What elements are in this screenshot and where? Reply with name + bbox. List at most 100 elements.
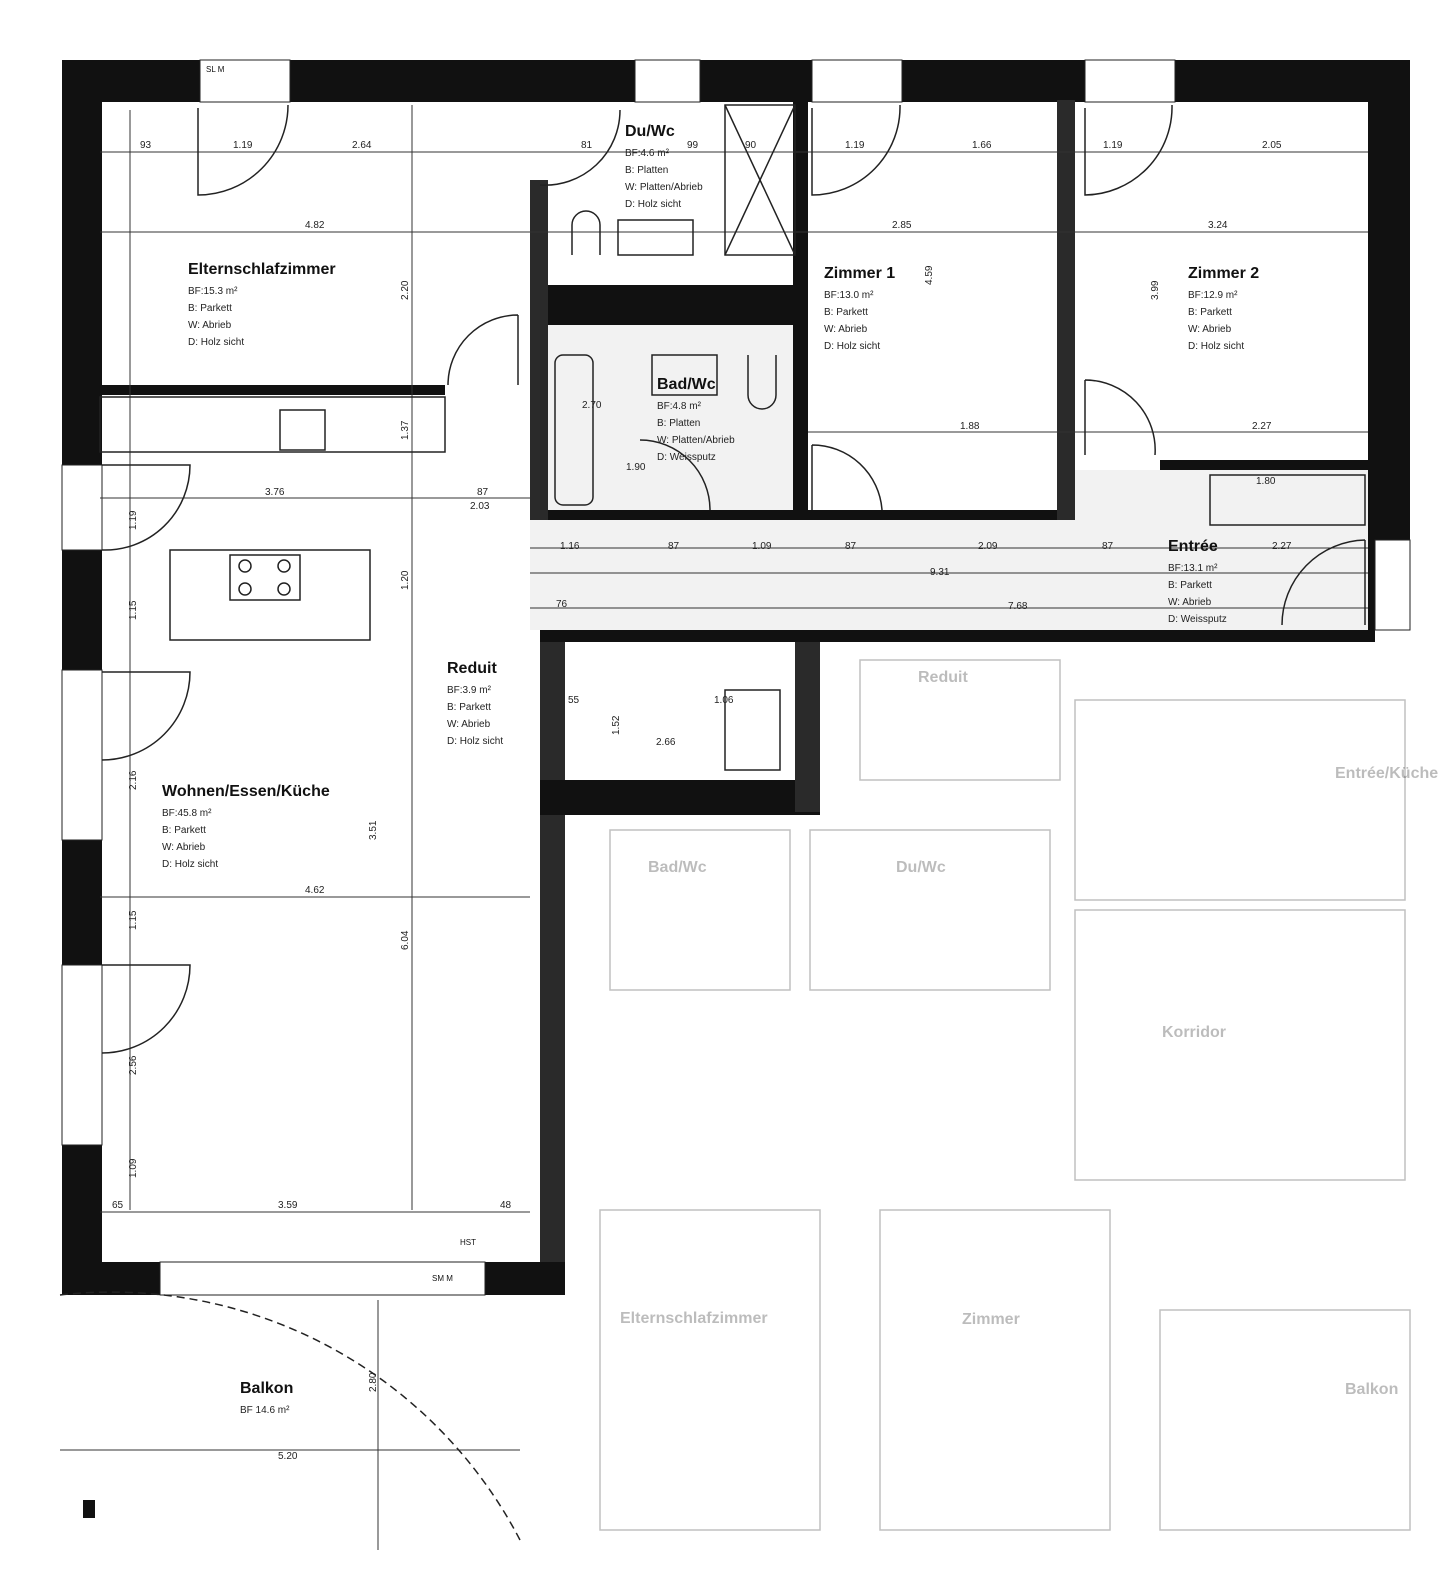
doors — [59, 104, 1366, 1541]
dimension-label: 1.19 — [845, 140, 865, 151]
room-name-zimmer-2: Zimmer 2 — [1188, 265, 1259, 282]
dimension-label: 9.31 — [930, 567, 950, 578]
room-info-wohnen-essen-k-che: BF:45.8 m² — [162, 808, 212, 819]
faded-underlying-plan — [599, 659, 1411, 1531]
dimension-label: 93 — [140, 140, 152, 151]
room-info-balkon: BF 14.6 m² — [240, 1405, 290, 1416]
dimension-label: 3.51 — [368, 820, 379, 840]
dimension-label: 5.20 — [278, 1451, 298, 1462]
room-info-elternschlafzimmer: W: Abrieb — [188, 320, 232, 331]
room-info-entr-e: D: Weissputz — [1168, 614, 1227, 625]
dimension-label: 3.59 — [278, 1200, 298, 1211]
room-name-balkon: Balkon — [240, 1380, 293, 1397]
room-info-elternschlafzimmer: D: Holz sicht — [188, 337, 244, 348]
dimension-label: 87 — [1102, 541, 1114, 552]
room-info-reduit: BF:3.9 m² — [447, 685, 492, 696]
faded-room-name: Zimmer — [962, 1311, 1020, 1328]
room-info-zimmer-2: D: Holz sicht — [1188, 341, 1244, 352]
dimension-label: 2.16 — [128, 770, 139, 790]
faded-room-name: Balkon — [1345, 1381, 1398, 1398]
dimension-label: 1.37 — [400, 420, 411, 440]
dimension-label: 1.88 — [960, 421, 980, 432]
dimension-label: 6.04 — [400, 930, 411, 950]
dimension-label: 87 — [477, 487, 489, 498]
dimension-label: 1.06 — [714, 695, 734, 706]
dimension-label: 1.52 — [611, 715, 622, 735]
room-info-wohnen-essen-k-che: B: Parkett — [162, 825, 206, 836]
room-name-du-wc: Du/Wc — [625, 123, 675, 140]
dimension-label: 2.09 — [978, 541, 998, 552]
faded-room-name: Korridor — [1162, 1024, 1226, 1041]
room-info-zimmer-1: BF:13.0 m² — [824, 290, 874, 301]
dimension-label: 99 — [687, 140, 699, 151]
dimension-label: 1.90 — [626, 462, 646, 473]
room-info-bad-wc: B: Platten — [657, 418, 700, 429]
dimension-label: 1.15 — [128, 600, 139, 620]
dimension-label: 3.99 — [1150, 280, 1161, 300]
room-info-wohnen-essen-k-che: W: Abrieb — [162, 842, 206, 853]
room-name-reduit: Reduit — [447, 660, 497, 677]
room-info-wohnen-essen-k-che: D: Holz sicht — [162, 859, 218, 870]
dimension-label: 2.56 — [128, 1055, 139, 1075]
fixtures — [83, 104, 1366, 1518]
dimension-label: 1.16 — [560, 541, 580, 552]
dimension-label: 55 — [568, 695, 580, 706]
room-info-bad-wc: W: Platten/Abrieb — [657, 435, 735, 446]
room-name-wohnen-essen-k-che: Wohnen/Essen/Küche — [162, 783, 330, 800]
room-info-du-wc: B: Platten — [625, 165, 668, 176]
dimension-label: 65 — [112, 1200, 124, 1211]
room-info-zimmer-1: D: Holz sicht — [824, 341, 880, 352]
room-info-bad-wc: BF:4.8 m² — [657, 401, 702, 412]
dimension-label: 4.62 — [305, 885, 325, 896]
dimension-label: 1.19 — [128, 510, 139, 530]
dimension-label: 1.19 — [1103, 140, 1123, 151]
room-info-zimmer-1: W: Abrieb — [824, 324, 868, 335]
room-info-reduit: B: Parkett — [447, 702, 491, 713]
dimension-label: 48 — [500, 1200, 512, 1211]
dimension-label: 1.19 — [233, 140, 253, 151]
room-info-du-wc: D: Holz sicht — [625, 199, 681, 210]
dimension-label: 2.80 — [368, 1372, 379, 1392]
dimension-label: 3.24 — [1208, 220, 1228, 231]
dimension-label: 76 — [556, 599, 568, 610]
dimension-label: 3.76 — [265, 487, 285, 498]
dimension-label: 1.80 — [1256, 476, 1276, 487]
dimension-label: 2.66 — [656, 737, 676, 748]
dimension-label: 87 — [845, 541, 857, 552]
dimension-label: 2.27 — [1252, 421, 1272, 432]
room-name-elternschlafzimmer: Elternschlafzimmer — [188, 261, 336, 278]
markers: SL M HST SM M — [206, 65, 476, 1283]
window-marker-sm-m: SM M — [432, 1274, 453, 1283]
dimension-label: 4.59 — [924, 265, 935, 285]
faded-room-name: Entrée/Küche — [1335, 765, 1438, 782]
dimension-label: 7.68 — [1008, 601, 1028, 612]
dimension-label: 2.64 — [352, 140, 372, 151]
dimension-label: 2.03 — [470, 501, 490, 512]
dimension-label: 1.09 — [128, 1158, 139, 1178]
faded-room-name: Reduit — [918, 669, 968, 686]
room-info-entr-e: BF:13.1 m² — [1168, 563, 1218, 574]
window-marker-sl-m: SL M — [206, 65, 225, 74]
dimension-lines — [60, 105, 1368, 1550]
room-info-reduit: W: Abrieb — [447, 719, 491, 730]
room-info-entr-e: W: Abrieb — [1168, 597, 1212, 608]
dimension-label: 81 — [581, 140, 593, 151]
room-info-zimmer-2: BF:12.9 m² — [1188, 290, 1238, 301]
room-info-bad-wc: D: Weissputz — [657, 452, 716, 463]
room-info-du-wc: W: Platten/Abrieb — [625, 182, 703, 193]
room-info-du-wc: BF:4.6 m² — [625, 148, 670, 159]
dimension-label: 1.15 — [128, 910, 139, 930]
dimension-label: 1.09 — [752, 541, 772, 552]
room-name-entr-e: Entrée — [1168, 538, 1218, 555]
dimension-label: 2.70 — [582, 400, 602, 411]
entrance-floor — [1075, 470, 1370, 525]
room-info-zimmer-1: B: Parkett — [824, 307, 868, 318]
walls — [61, 59, 1411, 1296]
room-info-elternschlafzimmer: BF:15.3 m² — [188, 286, 238, 297]
faded-room-name: Bad/Wc — [648, 859, 707, 876]
dimension-label: 87 — [668, 541, 680, 552]
room-info-reduit: D: Holz sicht — [447, 736, 503, 747]
dimension-label: 2.27 — [1272, 541, 1292, 552]
